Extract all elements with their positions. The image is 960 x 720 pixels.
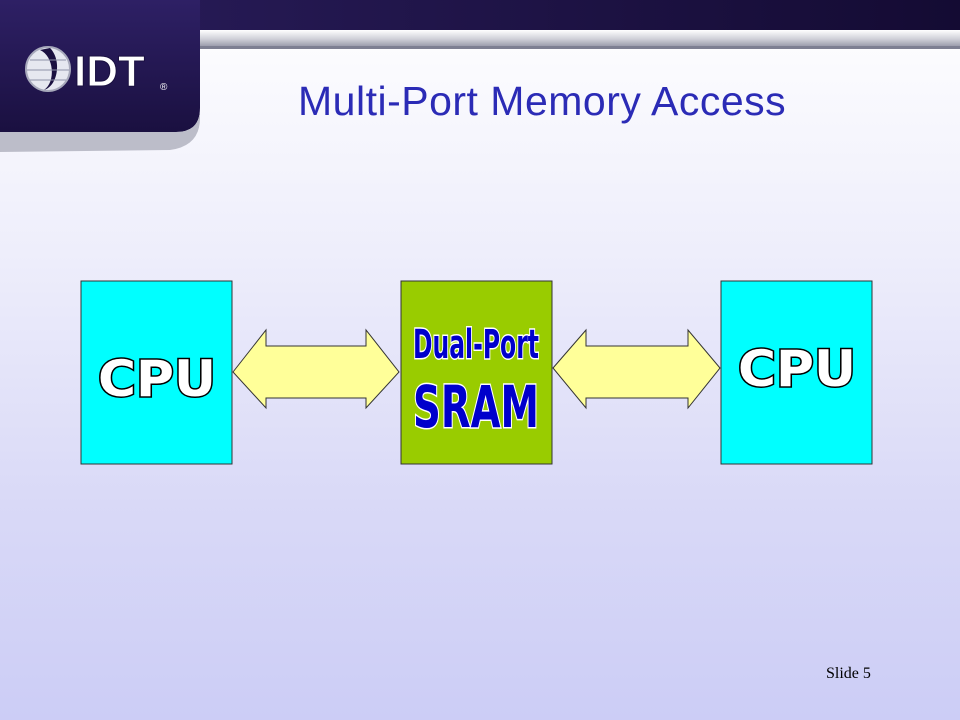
left-cpu-box — [80, 280, 233, 465]
idt-logo: IDT ® — [25, 46, 168, 97]
left-cpu-label: CPU — [98, 350, 216, 408]
slide-title: Multi-Port Memory Access — [298, 78, 787, 124]
sram-label-line1: Dual-Port — [413, 322, 539, 368]
right-cpu-box — [720, 280, 873, 465]
right-cpu-block: CPU — [720, 280, 873, 465]
left-bidirectional-arrow — [232, 328, 400, 410]
left-cpu-block: CPU — [80, 280, 233, 465]
logo-text: IDT — [74, 47, 145, 96]
slide-header: IDT ® — [0, 0, 960, 152]
registered-mark: ® — [160, 82, 168, 93]
right-bidirectional-arrow — [552, 328, 721, 410]
slide-number: Slide 5 — [826, 665, 871, 682]
logo-tab — [0, 0, 200, 152]
sram-box — [400, 280, 553, 465]
sram-block: Dual-Port SRAM — [400, 280, 553, 465]
sram-label-line2: SRAM — [413, 373, 539, 441]
right-cpu-label: CPU — [738, 340, 856, 398]
